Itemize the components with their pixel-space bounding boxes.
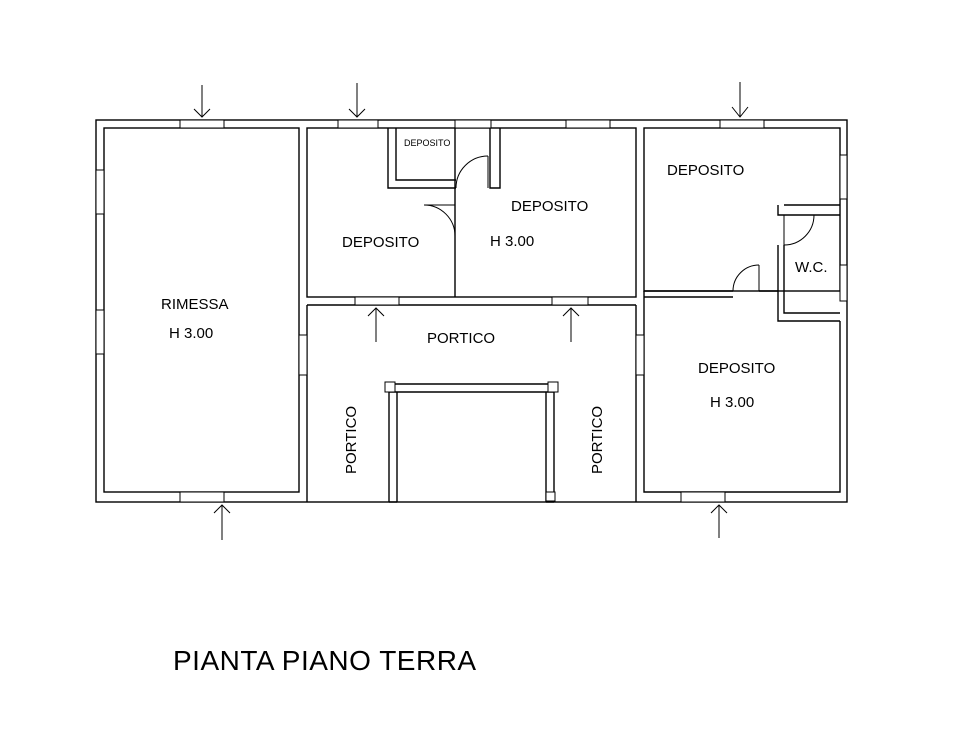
deposito-center-height: H 3.00 — [490, 233, 534, 250]
arrow-top-right — [731, 82, 749, 118]
arrow-top-deposito — [348, 83, 366, 118]
arrow-portico-right — [562, 307, 580, 342]
interior-walls — [387, 128, 840, 322]
arrow-top-rimessa — [193, 85, 211, 118]
arrow-portico-left — [367, 307, 385, 342]
portico-left-label: PORTICO — [343, 406, 360, 474]
rimessa-label: RIMESSA — [161, 296, 229, 313]
deposito-center-label: DEPOSITO — [511, 198, 588, 215]
room-labels: RIMESSA H 3.00 DEPOSITO DEPOSITO DEPOSIT… — [161, 138, 828, 474]
portico-center-label: PORTICO — [427, 330, 495, 347]
deposito-right-bottom-height: H 3.00 — [710, 394, 754, 411]
deposito-right-bottom-label: DEPOSITO — [698, 360, 775, 377]
entrance-arrows — [193, 82, 749, 540]
arrow-bottom-rimessa — [213, 504, 231, 540]
windows — [95, 119, 848, 503]
deposito-small-label: DEPOSITO — [404, 138, 450, 148]
door-swings — [423, 155, 815, 292]
arrow-bottom-right — [710, 504, 728, 538]
portico-opening — [384, 381, 559, 503]
deposito-right-top-label: DEPOSITO — [667, 162, 744, 179]
deposito-left-label: DEPOSITO — [342, 234, 419, 251]
plan-title: PIANTA PIANO TERRA — [173, 645, 477, 676]
portico-right-label: PORTICO — [589, 406, 606, 474]
rimessa-height: H 3.00 — [169, 325, 213, 342]
wc-label: W.C. — [795, 259, 828, 276]
